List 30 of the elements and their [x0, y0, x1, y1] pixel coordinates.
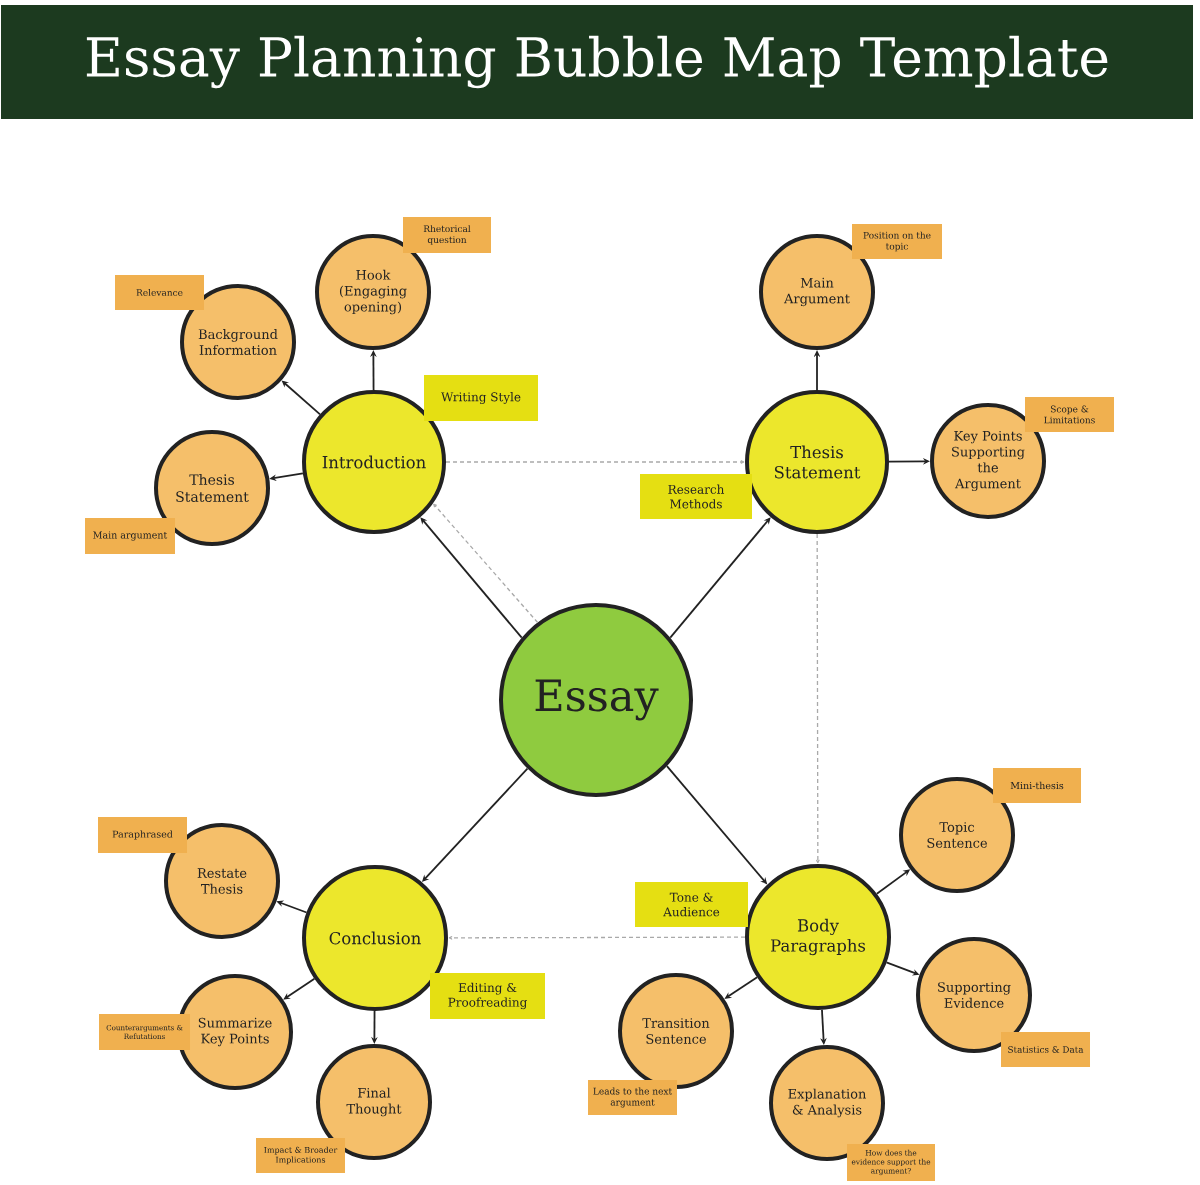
note-tag: Rhetorical question — [403, 217, 491, 253]
arrow — [669, 517, 771, 639]
topic-bubble: Conclusion — [302, 865, 448, 1011]
note-tag: Research Methods — [640, 474, 752, 519]
topic-bubble: Thesis Statement — [745, 390, 889, 534]
topic-bubble: Body Paragraphs — [745, 864, 891, 1010]
note-tag: Statistics & Data — [1001, 1032, 1090, 1067]
title-banner: Essay Planning Bubble Map Template — [1, 5, 1193, 119]
note-tag: Relevance — [115, 275, 204, 310]
arrow — [420, 517, 523, 639]
arrow — [724, 976, 759, 999]
note-tag: Paraphrased — [98, 817, 187, 853]
dashed-arrow — [433, 503, 539, 624]
note-tag: Mini-thesis — [993, 768, 1081, 803]
note-tag: Tone & Audience — [635, 882, 748, 927]
subtopic-bubble: Key Points Supporting the Argument — [930, 403, 1046, 519]
note-tag: Leads to the next argument — [588, 1080, 677, 1115]
note-tag: Position on the topic — [852, 224, 942, 259]
note-tag: Writing Style — [424, 375, 538, 421]
arrow — [281, 380, 321, 416]
dashed-arrow — [815, 533, 820, 864]
arrow — [283, 977, 316, 1000]
dashed-arrow — [448, 935, 746, 940]
central-bubble: Essay — [499, 603, 693, 797]
dashed-arrow — [445, 460, 745, 464]
note-tag: Editing & Proofreading — [430, 973, 545, 1019]
note-tag: Main argument — [85, 518, 175, 554]
note-tag: Scope & Limitations — [1025, 397, 1114, 432]
note-tag: Impact & Broader Implications — [256, 1138, 345, 1173]
arrow — [371, 1010, 378, 1044]
